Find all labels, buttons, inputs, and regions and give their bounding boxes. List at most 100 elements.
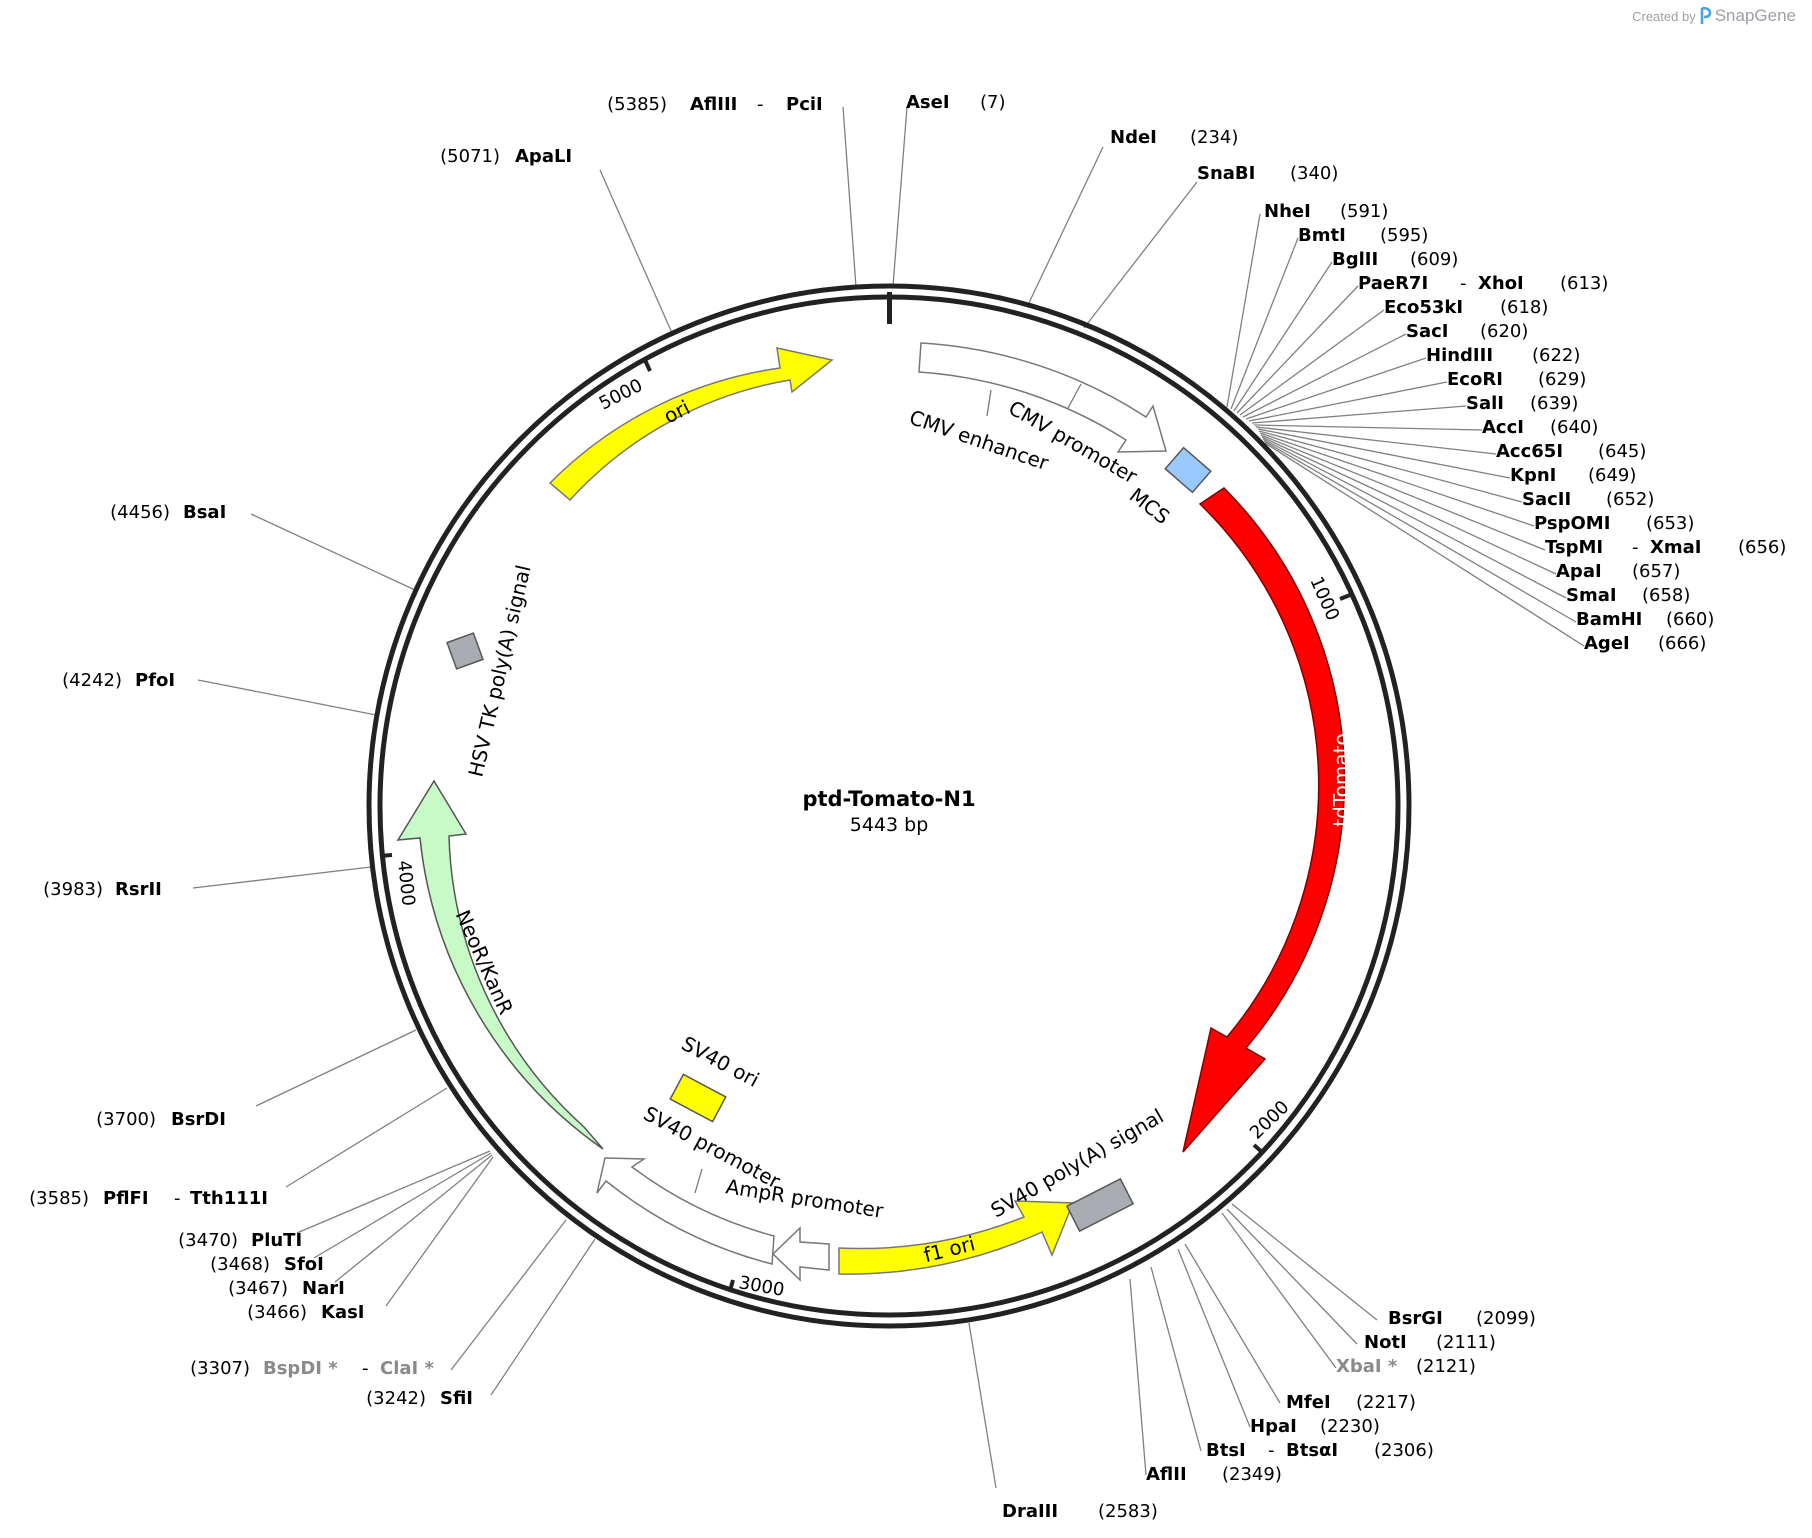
site-label-SacI[interactable]: SacI [1406, 321, 1448, 342]
site-pos-SmaI: (658) [1642, 585, 1690, 606]
feature-label-HSV-TK-polyA-signal: HSV TK poly(A) signal [463, 563, 535, 779]
site-label-AflIII[interactable]: AflIII [690, 94, 737, 115]
site-label-Eco53kI[interactable]: Eco53kI [1384, 297, 1463, 318]
site-label-BspDI[interactable]: BspDI * [263, 1358, 338, 1379]
site-pos-RsrII: (3983) [43, 879, 103, 900]
site-pos-NdeI: (234) [1190, 127, 1238, 148]
site-label-BsrDI[interactable]: BsrDI [171, 1109, 226, 1130]
site-label-PciI[interactable]: PciI [786, 94, 823, 115]
site-label-PluTI[interactable]: PluTI [251, 1230, 302, 1251]
svg-text:-: - [1268, 1440, 1275, 1461]
feature-label-MCS: MCS [1125, 483, 1174, 529]
site-label-RsrII[interactable]: RsrII [115, 879, 162, 900]
site-pos-NarI: (3467) [228, 1278, 288, 1299]
svg-text:-: - [1632, 537, 1639, 558]
svg-text:-: - [174, 1188, 181, 1209]
site-label-ApaLI[interactable]: ApaLI [515, 146, 572, 167]
site-pos-AflII: (2349) [1222, 1464, 1282, 1485]
site-pos-AgeI: (666) [1658, 633, 1706, 654]
snapgene-brand: SnapGene [1700, 6, 1796, 26]
feature-SV40-ori: SV40 ori [669, 1031, 763, 1123]
site-label-KasI[interactable]: KasI [321, 1302, 365, 1323]
backbone [366, 283, 1412, 1329]
feature-HSV-TK-polyA-signal: HSV TK poly(A) signal [446, 563, 536, 779]
site-label-XbaI[interactable]: XbaI * [1336, 1356, 1398, 1377]
site-pos-PluTI: (3470) [178, 1230, 238, 1251]
credit-brand-text: SnapGene [1714, 6, 1796, 25]
site-pos-Eco53kI: (618) [1500, 297, 1548, 318]
site-label-Acc65I[interactable]: Acc65I [1496, 441, 1563, 462]
site-pos-AflIII: (5385) [607, 94, 667, 115]
site-label-XhoI[interactable]: XhoI [1478, 273, 1524, 294]
site-pos-XbaI: (2121) [1416, 1356, 1476, 1377]
site-label-BamHI[interactable]: BamHI [1576, 609, 1642, 630]
site-pos-MfeI: (2217) [1356, 1392, 1416, 1413]
site-pos-BsrDI: (3700) [96, 1109, 156, 1130]
site-pos-AseI: (7) [980, 92, 1006, 113]
site-label-NotI[interactable]: NotI [1364, 1332, 1407, 1353]
site-pos-BsaI: (4456) [110, 502, 170, 523]
site-pos-SalI: (639) [1530, 393, 1578, 414]
plasmid-name: ptd-Tomato-N1 [802, 787, 975, 811]
site-pos-SfoI: (3468) [210, 1254, 270, 1275]
site-label-HindIII[interactable]: HindIII [1426, 345, 1493, 366]
svg-text:-: - [757, 94, 764, 115]
site-label-SmaI[interactable]: SmaI [1566, 585, 1617, 606]
site-label-PflFI[interactable]: PflFI [103, 1188, 149, 1209]
tick-label-2000: 2000 [1246, 1097, 1294, 1144]
site-label-ApaI[interactable]: ApaI [1556, 561, 1602, 582]
site-label-BsaI[interactable]: BsaI [183, 502, 226, 523]
svg-text:-: - [1460, 273, 1467, 294]
site-label-NheI[interactable]: NheI [1264, 201, 1311, 222]
site-label-PaeR7I[interactable]: PaeR7I [1358, 273, 1428, 294]
site-label-NdeI[interactable]: NdeI [1110, 127, 1157, 148]
site-label-ClaI[interactable]: ClaI * [380, 1358, 434, 1379]
site-pos-KpnI: (649) [1588, 465, 1636, 486]
site-pos-PflFI: (3585) [29, 1188, 89, 1209]
site-pos-AccI: (640) [1550, 417, 1598, 438]
site-label-MfeI[interactable]: MfeI [1286, 1392, 1331, 1413]
feature-MCS: MCS [1125, 446, 1212, 529]
site-label-BtsI[interactable]: BtsI [1206, 1440, 1246, 1461]
site-label-AseI[interactable]: AseI [906, 92, 950, 113]
site-label-DraIII[interactable]: DraIII [1002, 1501, 1058, 1522]
site-label-SfoI[interactable]: SfoI [284, 1254, 324, 1275]
site-label-XmaI[interactable]: XmaI [1650, 537, 1701, 558]
site-pos-SnaBI: (340) [1290, 163, 1338, 184]
site-pos-XhoI: (613) [1560, 273, 1608, 294]
site-pos-BamHI: (660) [1666, 609, 1714, 630]
site-label-BglII[interactable]: BglII [1332, 249, 1378, 270]
site-label-PfoI[interactable]: PfoI [135, 670, 175, 691]
site-label-SfiI[interactable]: SfiI [440, 1388, 473, 1409]
site-label-EcoRI[interactable]: EcoRI [1447, 369, 1503, 390]
site-label-TspMI[interactable]: TspMI [1545, 537, 1603, 558]
site-pos-HpaI: (2230) [1320, 1416, 1380, 1437]
credit-text: Created by [1632, 8, 1696, 24]
site-pos-BspDI: (3307) [190, 1358, 250, 1379]
site-label-PspOMI[interactable]: PspOMI [1534, 513, 1610, 534]
site-label-HpaI[interactable]: HpaI [1250, 1416, 1297, 1437]
site-label-Tth111I[interactable]: Tth111I [190, 1188, 268, 1209]
site-label-AflII[interactable]: AflII [1146, 1464, 1187, 1485]
site-pos-BsrGI: (2099) [1476, 1308, 1536, 1329]
site-label-AgeI[interactable]: AgeI [1584, 633, 1630, 654]
site-label-SnaBI[interactable]: SnaBI [1197, 163, 1255, 184]
site-label-NarI[interactable]: NarI [302, 1278, 345, 1299]
site-label-BsrGI[interactable]: BsrGI [1388, 1308, 1443, 1329]
site-label-SacII[interactable]: SacII [1522, 489, 1571, 510]
site-label-SalI[interactable]: SalI [1466, 393, 1504, 414]
site-pos-SfiI: (3242) [366, 1388, 426, 1409]
svg-text:-: - [362, 1358, 369, 1379]
site-pos-HindIII: (622) [1532, 345, 1580, 366]
site-pos-PfoI: (4242) [62, 670, 122, 691]
site-pos-BtsI: (2306) [1374, 1440, 1434, 1461]
feature-label-tdTomato: tdTomato [1329, 733, 1353, 826]
site-label-BtsalphaI[interactable]: BtsαI [1286, 1440, 1338, 1461]
site-pos-NotI: (2111) [1436, 1332, 1496, 1353]
feature-ori: ori [548, 347, 834, 502]
leader-lines [192, 106, 1585, 1489]
site-label-AccI[interactable]: AccI [1482, 417, 1524, 438]
origin-marker [887, 292, 892, 324]
site-label-BmtI[interactable]: BmtI [1298, 225, 1346, 246]
site-label-KpnI[interactable]: KpnI [1510, 465, 1556, 486]
